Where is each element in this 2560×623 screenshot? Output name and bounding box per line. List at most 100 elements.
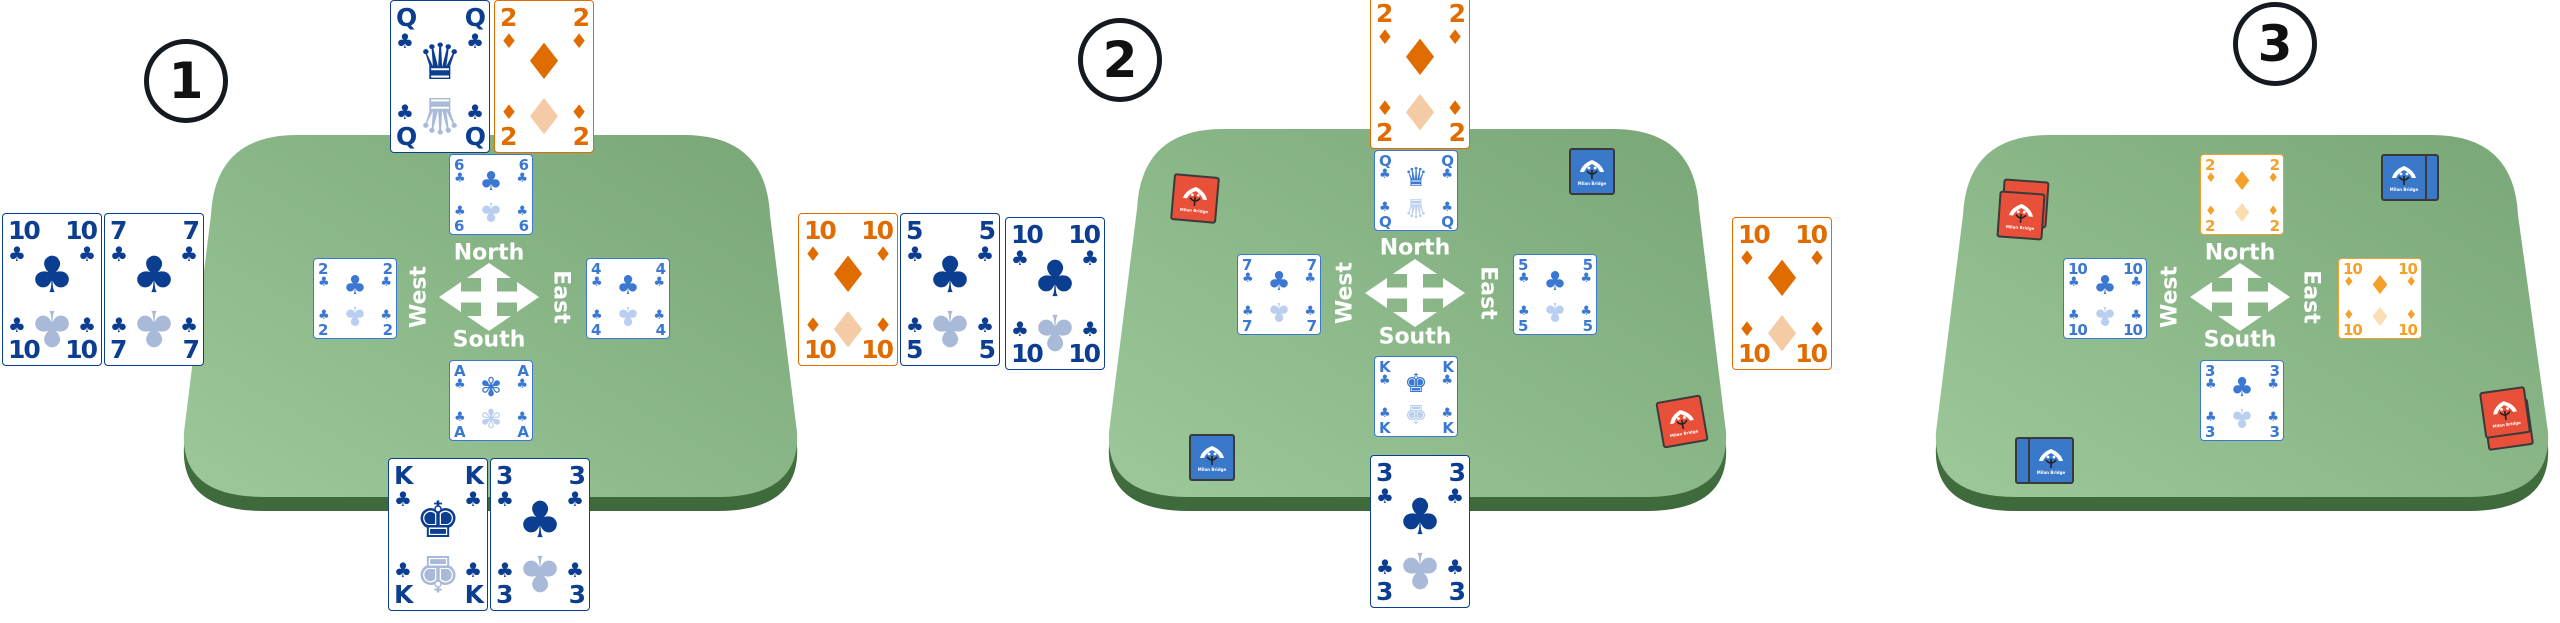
suit-icon: ♣: [1379, 200, 1391, 215]
rank-label: 6: [518, 156, 529, 174]
playing-card-2-of-diamonds[interactable]: 2♦2♦♦2♦2♦♦: [494, 0, 594, 153]
suit-reflection-icon: ♦: [825, 299, 871, 357]
suit-icon: ♣: [1242, 304, 1254, 319]
playing-card-2-of-clubs[interactable]: 2♣2♣♣2♣2♣♣: [313, 258, 397, 339]
center-club-icon: ♣: [1543, 267, 1567, 297]
rank-label: 2: [1376, 0, 1393, 28]
rank-label: 3: [496, 580, 513, 609]
suit-icon: ♣: [454, 171, 466, 186]
rank-label: 10: [861, 216, 894, 245]
card-back: Milan Bridge: [2028, 437, 2074, 484]
playing-card-10-of-clubs[interactable]: 10♣10♣♣10♣10♣♣: [1005, 217, 1105, 370]
rank-label: Q: [1379, 213, 1392, 231]
suit-reflection-icon: ♣: [131, 299, 177, 357]
rank-label: 10: [8, 335, 41, 364]
playing-card-7-of-clubs[interactable]: 7♣7♣♣7♣7♣♣: [1237, 254, 1321, 335]
seat-label-north: North: [2204, 240, 2276, 266]
playing-card-a-of-clubs[interactable]: A♣A♣♣A♣A✾✾: [449, 360, 533, 441]
rank-label: 2: [572, 3, 590, 32]
rank-label: 4: [591, 260, 601, 278]
playing-card-3-of-clubs[interactable]: 3♣3♣♣3♣3♣♣: [1370, 455, 1470, 608]
milan-bridge-logo-icon: [1670, 409, 1694, 429]
suit-icon: ♣: [1441, 406, 1453, 421]
playing-card-10-of-diamonds[interactable]: 10♦10♦♦10♦10♦♦: [798, 213, 898, 366]
rank-label: 10: [2068, 321, 2088, 339]
card-back: Milan Bridge: [2381, 154, 2427, 201]
playing-card-10-of-clubs[interactable]: 10♣10♣♣10♣10♣♣: [2063, 258, 2147, 339]
rank-label: 10: [2343, 260, 2363, 278]
rank-label: 4: [591, 321, 601, 339]
playing-card-5-of-clubs[interactable]: 5♣5♣♣5♣5♣♣: [1513, 254, 1597, 335]
playing-card-k-of-clubs[interactable]: K♣K♣♣K♣K♚♚: [388, 458, 488, 611]
suit-icon: ♣: [1011, 317, 1029, 341]
suit-icon: ♦: [874, 313, 892, 337]
suit-icon: ♣: [1011, 246, 1029, 270]
rank-label: 10: [2343, 321, 2363, 339]
rank-label: 7: [110, 216, 127, 245]
rank-label: 4: [655, 260, 666, 278]
suit-icon: ♣: [180, 313, 198, 337]
suit-reflection-icon: ♣: [616, 300, 640, 330]
center-club-icon: ♣: [479, 167, 503, 197]
rank-label: K: [1442, 419, 1454, 437]
center-club-icon: ♣: [2230, 373, 2254, 403]
suit-icon: ♣: [464, 487, 482, 511]
rank-label: 3: [1448, 458, 1466, 487]
playing-card-7-of-clubs[interactable]: 7♣7♣♣7♣7♣♣: [104, 213, 204, 366]
center-club-icon: ♣: [2093, 271, 2117, 301]
rank-label: 7: [1306, 256, 1317, 274]
playing-card-q-of-clubs[interactable]: Q♣Q♣♣Q♣Q♛♛: [1374, 150, 1458, 231]
playing-card-10-of-diamonds[interactable]: 10♦10♦♦10♦10♦♦: [2338, 258, 2422, 339]
playing-card-q-of-clubs[interactable]: Q♣Q♣♣Q♣Q♛♛: [390, 0, 490, 153]
playing-card-2-of-diamonds[interactable]: 2♦2♦♦2♦2♦♦: [1370, 0, 1470, 149]
step-number-badge: 1: [144, 39, 228, 123]
rank-label: Q: [1441, 152, 1454, 170]
suit-icon: ♣: [566, 487, 584, 511]
rank-label: Q: [396, 122, 417, 151]
rank-label: 10: [65, 335, 98, 364]
suit-reflection-icon: ♣: [1543, 296, 1567, 326]
playing-card-4-of-clubs[interactable]: 4♣4♣♣4♣4♣♣: [586, 258, 670, 339]
rank-label: 2: [2205, 217, 2215, 235]
playing-card-2-of-diamonds[interactable]: 2♦2♦♦2♦2♦♦: [2200, 154, 2284, 235]
suit-icon: ♦: [2267, 171, 2279, 186]
suit-icon: ♣: [496, 558, 514, 582]
suit-icon: ♦: [500, 29, 518, 53]
milan-bridge-logo-icon: [2392, 165, 2416, 185]
rank-label: K: [464, 580, 484, 609]
suit-icon: ♣: [1446, 555, 1464, 579]
suit-icon: ♦: [1808, 317, 1826, 341]
suit-icon: ♣: [906, 313, 924, 337]
playing-card-10-of-diamonds[interactable]: 10♦10♦♦10♦10♦♦: [1732, 217, 1832, 370]
playing-card-3-of-clubs[interactable]: 3♣3♣♣3♣3♣♣: [2200, 360, 2284, 441]
suit-reflection-icon: ♣: [927, 299, 973, 357]
rank-label: 3: [496, 461, 513, 490]
center-club-icon: ♣: [1267, 267, 1291, 297]
playing-card-k-of-clubs[interactable]: K♣K♣♣K♣K♚♚: [1374, 356, 1458, 437]
suit-icon: ♣: [8, 313, 26, 337]
rank-label: 5: [1582, 317, 1593, 335]
milan-bridge-logo-icon: [2493, 400, 2517, 420]
playing-card-3-of-clubs[interactable]: 3♣3♣♣3♣3♣♣: [490, 458, 590, 611]
rank-label: 5: [978, 335, 996, 364]
playing-card-6-of-clubs[interactable]: 6♣6♣♣6♣6♣♣: [449, 154, 533, 235]
rank-label: 10: [804, 335, 837, 364]
suit-icon: ♦: [874, 242, 892, 266]
suit-icon: ♣: [1580, 271, 1592, 286]
rank-label: 10: [1068, 220, 1101, 249]
center-diamond-icon: ♦: [521, 33, 567, 91]
milan-bridge-logo-icon: [1183, 186, 1207, 206]
suit-icon: ♣: [2130, 308, 2142, 323]
suit-reflection-icon: ♦: [521, 86, 567, 144]
rank-label: 2: [1448, 0, 1466, 28]
card-back: Milan Bridge: [1569, 148, 1615, 195]
suit-reflection-icon: ♦: [1759, 303, 1805, 361]
rank-label: A: [517, 362, 529, 380]
playing-card-5-of-clubs[interactable]: 5♣5♣♣5♣5♣♣: [900, 213, 1000, 366]
suit-icon: ♣: [454, 204, 466, 219]
suit-icon: ♣: [8, 242, 26, 266]
rank-label: K: [464, 461, 484, 490]
card-back-brand: Milan Bridge: [2389, 186, 2419, 192]
playing-card-10-of-clubs[interactable]: 10♣10♣♣10♣10♣♣: [2, 213, 102, 366]
rank-label: 5: [1582, 256, 1593, 274]
